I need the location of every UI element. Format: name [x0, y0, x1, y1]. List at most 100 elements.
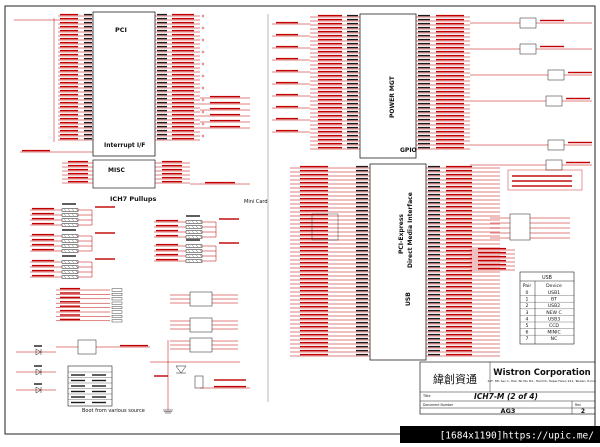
- pci-left-pin-name: [84, 121, 92, 124]
- connector-net-label: [568, 71, 592, 74]
- gpio-right-pin-name: [418, 38, 430, 41]
- pullup-net-label: [60, 305, 80, 307]
- resnet-zigzag: [71, 208, 75, 212]
- pcie-left-pin-name: [356, 189, 368, 192]
- test-point: [201, 74, 205, 78]
- pci-right-net-label: [172, 125, 194, 128]
- gpio-right-net-label: [436, 14, 464, 17]
- pcie-left-net-label: [300, 165, 328, 168]
- mosfet-net-label: [120, 344, 148, 347]
- pcie-block: PCI-Express Direct Media Interface USB M…: [244, 163, 500, 361]
- gpio-left-net-label: [318, 14, 342, 17]
- pci-left-net-label: [60, 117, 78, 120]
- resnet-net-label: [32, 259, 54, 262]
- gpio-right-pin-name: [418, 134, 430, 137]
- gpio-left-net-label: [318, 86, 342, 89]
- gpio-ext-label: [276, 45, 298, 48]
- connector-net-label: [566, 97, 590, 100]
- pci-right-net-label: [172, 37, 194, 40]
- pci-right-pin-name: [157, 113, 167, 116]
- resnet-zigzag: [67, 275, 71, 279]
- misc-right-label: [162, 172, 182, 175]
- gpio-chip-outline: [359, 13, 417, 159]
- zener-diode: [175, 365, 187, 374]
- pcie-right-net-label: [446, 213, 472, 216]
- mosfet-body: [77, 339, 97, 355]
- pcie-left-net-label: [300, 341, 328, 344]
- usb-table-pair-cell: 6: [526, 330, 529, 336]
- resnet-zigzag: [199, 254, 203, 258]
- pcie-left-pin-name: [356, 265, 368, 268]
- pci-left-pin-name: [84, 49, 92, 52]
- doc-number: AG3: [501, 407, 516, 415]
- gpio-left-pin-name: [347, 130, 358, 133]
- gpio-right-pin-name: [418, 94, 430, 97]
- pci-right-net-label: [172, 105, 194, 108]
- gpio-left-pin-name: [347, 46, 358, 49]
- pci-right-net-label: [172, 45, 194, 48]
- pci-left-net-label: [60, 113, 78, 116]
- lower-left-circuit: Boot from various source: [16, 339, 250, 414]
- note-line: [512, 180, 572, 182]
- pcie-right-net-label: [446, 245, 472, 248]
- gpio-left-pin-name: [347, 22, 358, 25]
- resnet-net-label: [32, 222, 54, 225]
- pcie-right-net-label: [446, 253, 472, 256]
- pci-right-pin-name: [157, 89, 167, 92]
- boot-row-cell: [92, 390, 106, 393]
- resnet-rail-label: [95, 258, 115, 260]
- boot-option-rows: [68, 371, 112, 404]
- gpio-right-pin-name: [418, 50, 430, 53]
- pcie-right-pin-name: [428, 221, 440, 224]
- resnet-zigzag: [67, 239, 71, 243]
- gpio-right-net-label: [436, 126, 464, 129]
- gpio-left-pin-name: [347, 18, 358, 21]
- pcie-left-pin-name: [356, 217, 368, 220]
- pcie-right-pin-name: [428, 197, 440, 200]
- gpio-right-net-label: [436, 86, 464, 89]
- pci-right-ext-label: [210, 113, 240, 116]
- pci-left-pins: [14, 13, 93, 142]
- pci-right-pin-name: [157, 45, 167, 48]
- resnet-zigzag: [195, 244, 199, 248]
- resnet-zigzag: [67, 244, 71, 248]
- pcie-right-net-label: [446, 173, 472, 176]
- pci-right-pin-name: [157, 53, 167, 56]
- pcie-right-pin-name: [428, 245, 440, 248]
- gpio-right-net-label: [436, 138, 464, 141]
- pcie-right-pin-name: [428, 273, 440, 276]
- gpio-left-net-label: [318, 46, 342, 49]
- pullup-net-label: [60, 296, 80, 299]
- pullup-resistor: [111, 288, 123, 292]
- usb-switch-ic: [509, 213, 531, 241]
- pci-right-net-label: [172, 113, 194, 116]
- pci-left-net-label: [60, 101, 78, 104]
- pci-left-net-label: [60, 45, 78, 48]
- connector-net-label: [540, 19, 564, 22]
- pci-right-pin-name: [157, 49, 167, 52]
- gpio-left-pin-name: [347, 30, 358, 33]
- pcie-right-net-label: [446, 265, 472, 268]
- resnet-zigzag: [67, 223, 71, 227]
- misc-chip-outline: [92, 159, 156, 189]
- test-point: [201, 98, 205, 102]
- gpio-left-pin-name: [347, 38, 358, 41]
- pci-right-ext-label: [210, 119, 240, 122]
- gpio-left-net-label: [318, 62, 342, 65]
- far-right-net-label: [478, 263, 506, 266]
- pcie-right-net-label: [446, 269, 472, 272]
- gpio-right-net-label: [436, 110, 464, 113]
- pci-left-net-label: [60, 49, 78, 52]
- gpio-right-net-label: [436, 54, 464, 57]
- resnet-net-label: [156, 243, 178, 246]
- resnet-zigzag: [187, 254, 191, 258]
- pcie-left-pin-name: [356, 285, 368, 288]
- usb-table-device-cell: CCD: [549, 323, 559, 329]
- pcie-left-pin-name: [356, 249, 368, 252]
- gpio-right-pin-name: [418, 90, 430, 93]
- usb-table-device-cell: USB2: [548, 303, 560, 309]
- gpio-left-net-label: [318, 22, 342, 25]
- pci-right-pin-name: [157, 93, 167, 96]
- pcie-right-net-label: [446, 189, 472, 192]
